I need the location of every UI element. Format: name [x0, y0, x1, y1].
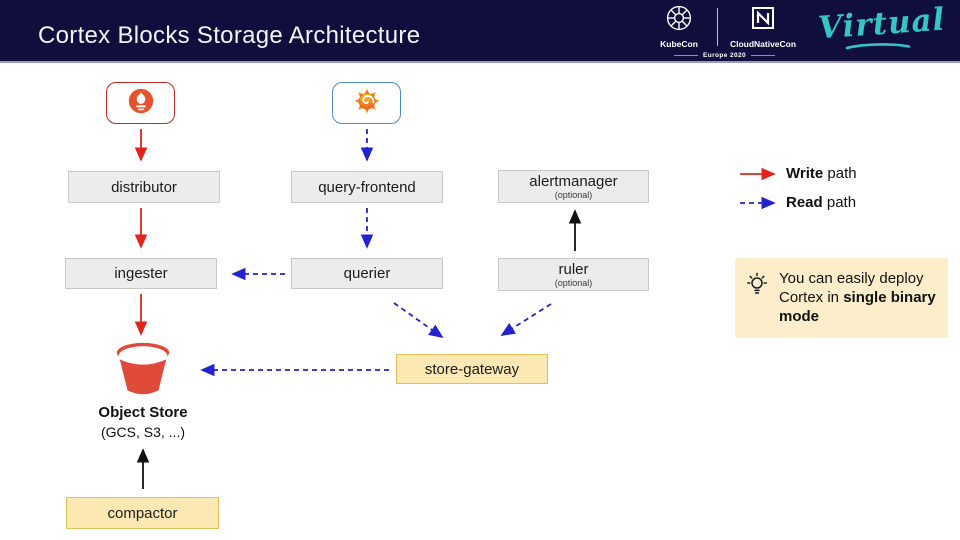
arrow-querier-storegateway — [393, 302, 444, 339]
node-label: distributor — [111, 178, 177, 196]
object-store — [112, 340, 174, 405]
node-grafana — [332, 82, 401, 124]
node-sublabel: (optional) — [554, 278, 593, 288]
node-query-frontend: query-frontend — [291, 171, 443, 203]
arrow-ruler-storegateway — [500, 303, 552, 336]
node-prometheus — [106, 82, 175, 124]
node-sublabel: (optional) — [554, 190, 593, 200]
node-label: ingester — [114, 265, 168, 282]
node-label: query-frontend — [318, 178, 416, 196]
edition-label: Europe 2020 — [702, 52, 747, 59]
node-label: querier — [343, 265, 391, 282]
node-label: store-gateway — [424, 360, 520, 378]
legend-read-label: Read path — [786, 194, 857, 211]
grafana-icon — [352, 86, 382, 121]
cloudnativecon-icon — [749, 4, 777, 37]
node-label: alertmanager — [529, 173, 618, 190]
legend-write-path: Write path — [786, 165, 857, 182]
legend-write-label: Write path — [786, 165, 857, 182]
node-ingester: ingester — [65, 258, 217, 289]
virtual-underline-swoosh — [818, 38, 938, 56]
event-badge: KubeCon CloudNativeCon — [647, 2, 946, 59]
node-label: compactor — [107, 504, 178, 522]
object-store-title: Object Store — [98, 404, 188, 421]
edition-row: Europe 2020 — [669, 52, 780, 59]
note-box: You can easily deploy Cortex in single b… — [735, 258, 948, 338]
bucket-icon — [112, 342, 174, 404]
slide-header: Cortex Blocks Storage Architecture — [0, 0, 960, 63]
object-store-label: Object Store (GCS, S3, ...) — [63, 404, 223, 440]
conference-logos: KubeCon CloudNativeCon — [647, 4, 802, 59]
lightbulb-icon — [744, 271, 770, 338]
kubecon-helm-icon — [665, 4, 693, 37]
node-label: ruler — [558, 261, 589, 278]
object-store-subtitle: (GCS, S3, ...) — [100, 424, 185, 440]
virtual-wordmark: Virtual — [817, 2, 946, 56]
note-text: You can easily deploy Cortex in single b… — [779, 270, 936, 325]
cloudnativecon-logo: CloudNativeCon — [724, 4, 802, 49]
virtual-label: Virtual — [816, 1, 947, 47]
page-title: Cortex Blocks Storage Architecture — [38, 22, 421, 49]
node-distributor: distributor — [68, 171, 220, 203]
legend-read-path: Read path — [786, 194, 856, 211]
cloudnativecon-label: CloudNativeCon — [729, 39, 797, 49]
kubecon-label: KubeCon — [660, 39, 698, 49]
node-store-gateway: store-gateway — [396, 354, 548, 384]
node-ruler: ruler (optional) — [498, 258, 649, 291]
edition-line-right — [751, 55, 776, 56]
node-alertmanager: alertmanager (optional) — [498, 170, 649, 203]
node-querier: querier — [291, 258, 443, 289]
node-compactor: compactor — [66, 497, 219, 529]
prometheus-icon — [126, 86, 156, 121]
logo-divider — [717, 8, 718, 46]
edition-line-left — [673, 55, 698, 56]
kubecon-logo: KubeCon — [647, 4, 711, 49]
